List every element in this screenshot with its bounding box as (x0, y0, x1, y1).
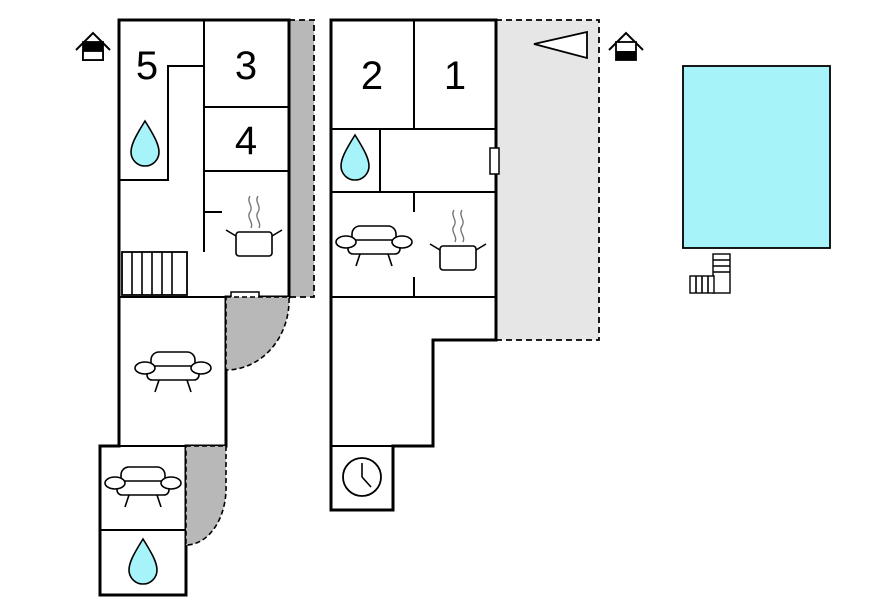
room-number: 1 (444, 54, 466, 98)
kitchen-pot-icon (225, 195, 283, 257)
bathroom-drop-icon (128, 537, 158, 585)
sofa-icon (335, 225, 413, 267)
side-terrace-outline (289, 19, 315, 298)
terrace (496, 19, 600, 341)
door-swing (225, 296, 290, 371)
bathroom-drop-icon (130, 119, 160, 167)
room-number: 5 (136, 44, 158, 88)
clock-icon (342, 457, 382, 497)
triangle-icon (533, 30, 588, 60)
kitchen-pot-icon (429, 209, 487, 271)
room-number: 4 (235, 119, 257, 163)
window (489, 147, 500, 175)
stairs-icon (121, 251, 188, 296)
pool-icon (682, 65, 831, 249)
pool-ladder-icon (689, 253, 731, 294)
right-building-inner-walls (331, 20, 496, 447)
sofa-icon (104, 466, 182, 508)
sofa-icon (134, 351, 212, 393)
house-entrance-icon (608, 31, 644, 61)
house-entrance-icon (75, 31, 111, 61)
bathroom-drop-icon (340, 133, 370, 181)
door-swing (185, 445, 227, 546)
room-number: 2 (361, 54, 383, 98)
side-terrace (289, 20, 314, 297)
room-number: 3 (235, 44, 257, 88)
